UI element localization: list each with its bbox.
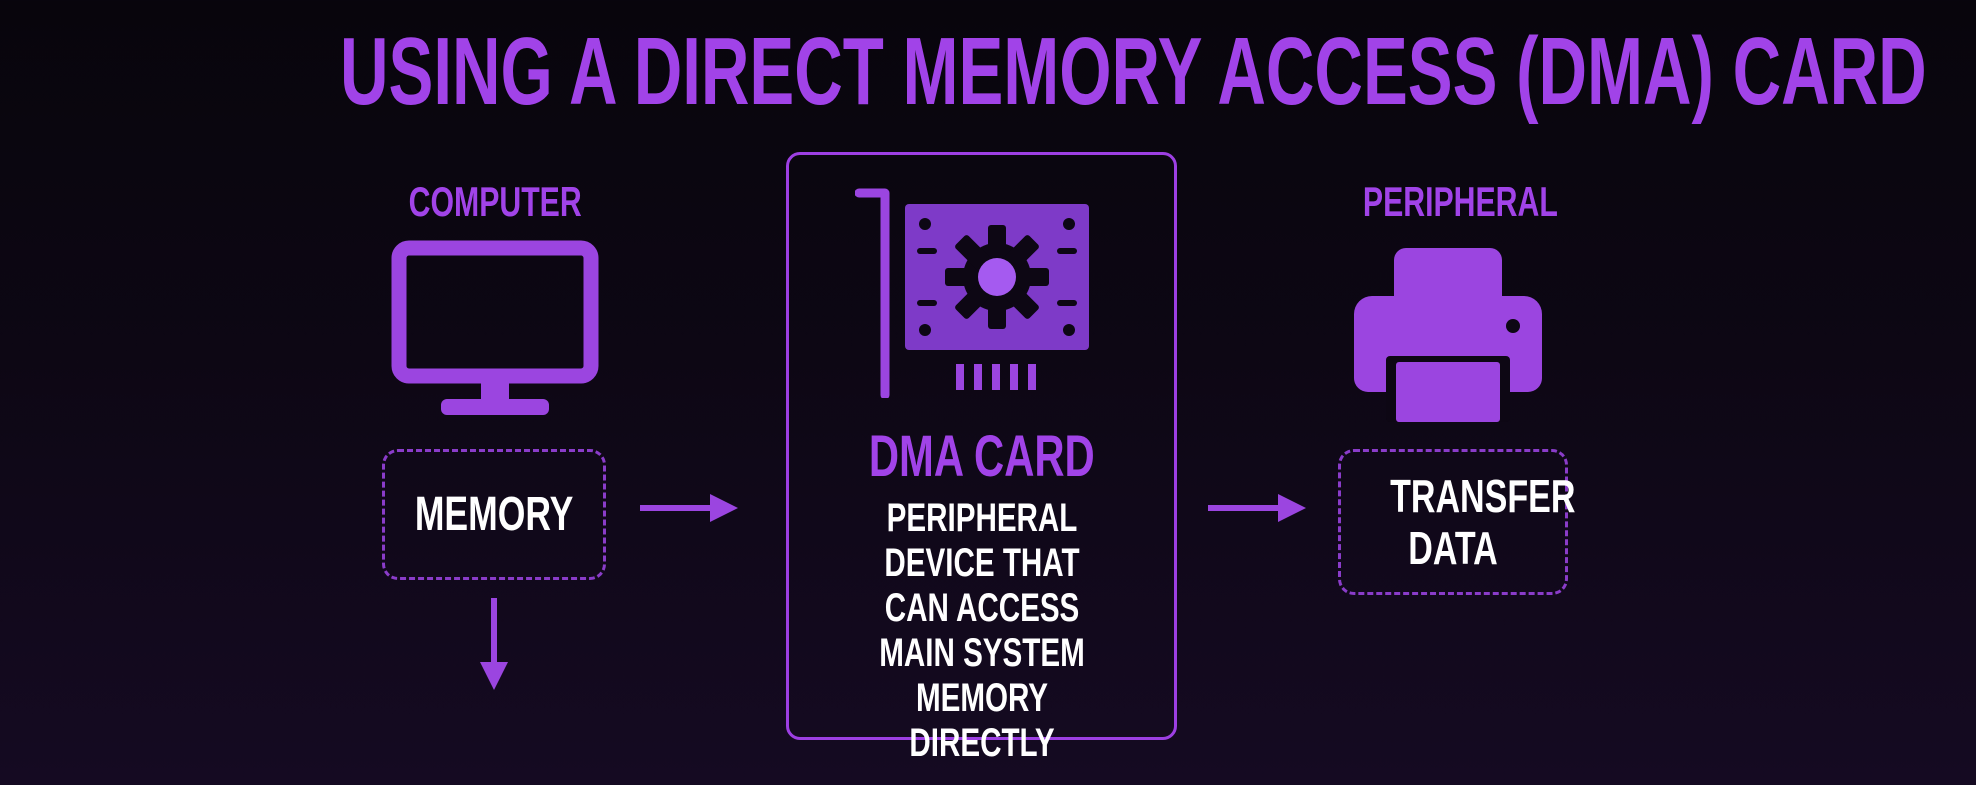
diagram-title: USING A DIRECT MEMORY ACCESS (DMA) CARD: [340, 18, 1927, 125]
memory-box: MEMORY: [382, 449, 606, 580]
arrow-right-icon: [640, 494, 738, 522]
dma-card-panel: [786, 152, 1177, 740]
peripheral-label: PERIPHERAL: [1362, 178, 1558, 225]
computer-label: COMPUTER: [408, 178, 582, 225]
dma-card-title: DMA CARD: [868, 424, 1095, 489]
printer-icon: [1354, 248, 1542, 422]
monitor-icon: [391, 240, 599, 415]
expansion-card-gear-icon: [855, 188, 1089, 398]
transfer-data-box: TRANSFER DATA: [1338, 449, 1575, 595]
dma-card-description: PERIPHERAL DEVICE THAT CAN ACCESS MAIN S…: [878, 496, 1085, 765]
arrow-down-icon: [480, 598, 508, 690]
arrow-right-icon: [1208, 494, 1306, 522]
